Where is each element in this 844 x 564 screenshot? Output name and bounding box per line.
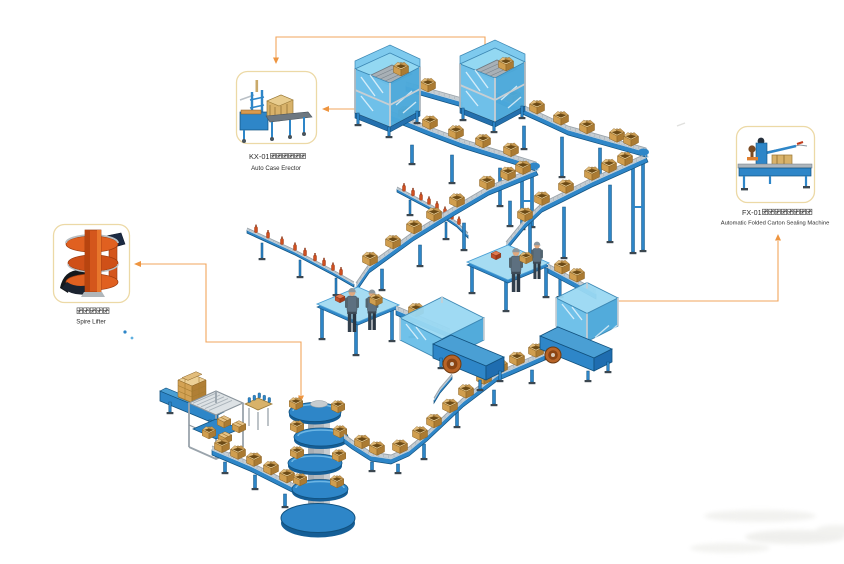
svg-text:FX-01: FX-01 bbox=[742, 208, 762, 217]
svg-text:KX-01: KX-01 bbox=[249, 152, 270, 161]
svg-text:Auto Case Erector: Auto Case Erector bbox=[251, 165, 301, 172]
svg-text:Spire Lifter: Spire Lifter bbox=[76, 319, 105, 326]
svg-text:Automatic Folded Carton Sealin: Automatic Folded Carton Sealing Machine bbox=[721, 221, 830, 227]
